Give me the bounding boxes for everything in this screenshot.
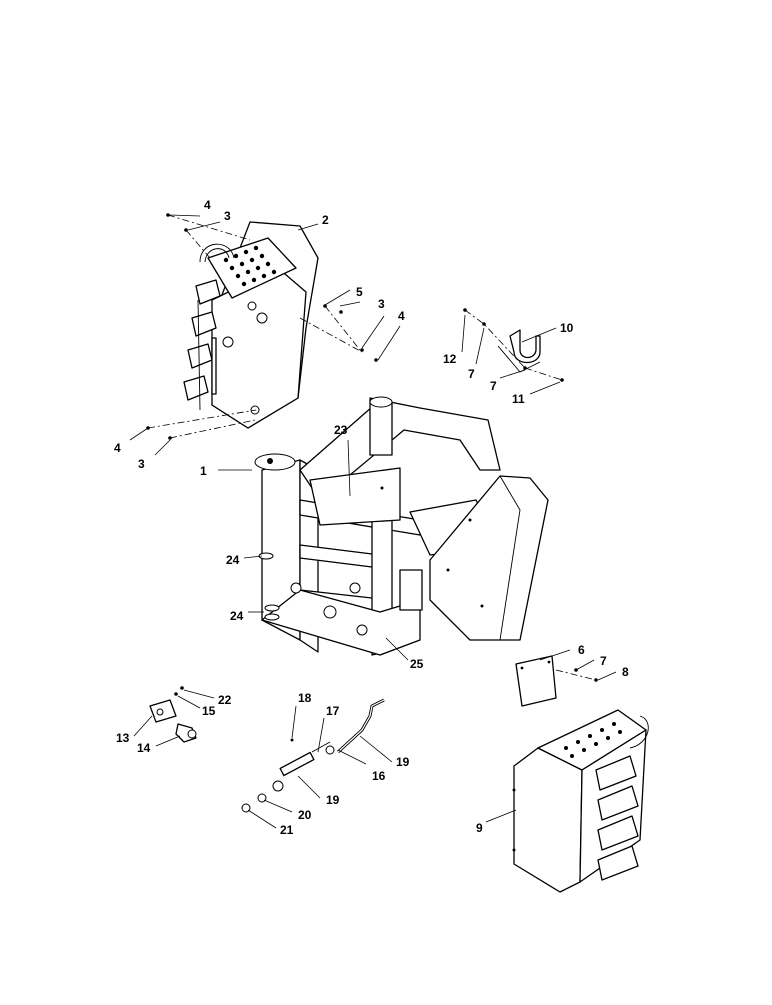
callout-19: 19	[326, 793, 340, 807]
main-frame	[254, 396, 549, 656]
callout-2: 2	[322, 213, 329, 227]
fasteners	[146, 213, 598, 682]
callout-17: 17	[326, 704, 340, 718]
callout-4: 4	[114, 441, 121, 455]
callout-3: 3	[378, 297, 385, 311]
cover-plate	[515, 655, 557, 707]
callout-1: 1	[200, 464, 207, 478]
callout-18: 18	[298, 691, 312, 705]
leader-lines	[129, 214, 617, 829]
callout-4: 4	[398, 309, 405, 323]
lower-perforation-holes	[564, 722, 622, 758]
callout-3: 3	[138, 457, 145, 471]
callout-8: 8	[622, 665, 629, 679]
callout-25: 25	[410, 657, 424, 671]
callout-23: 23	[334, 423, 348, 437]
callout-4: 4	[204, 198, 211, 212]
callout-21: 21	[280, 823, 294, 837]
callout-9: 9	[476, 821, 483, 835]
light-assembly	[149, 686, 197, 743]
callout-14: 14	[137, 741, 151, 755]
callout-22: 22	[218, 693, 232, 707]
callout-16: 16	[372, 769, 386, 783]
callout-20: 20	[298, 808, 312, 822]
callout-7: 7	[600, 654, 607, 668]
callout-5: 5	[356, 285, 363, 299]
lower-step-assembly	[512, 709, 649, 893]
callout-24: 24	[230, 609, 244, 623]
pipe-assembly	[241, 698, 385, 813]
callout-24: 24	[226, 553, 240, 567]
perforation-holes	[223, 245, 277, 287]
callout-11: 11	[512, 392, 525, 406]
hook-bracket	[497, 329, 541, 373]
callout-7: 7	[490, 379, 497, 393]
alignment-lines	[147, 214, 597, 681]
callout-15: 15	[202, 704, 216, 718]
callout-labels: 1 2 3 3 3 4 4 4 5 6 7 7 7 8 9 10 11 12 1…	[114, 198, 629, 837]
callout-12: 12	[443, 352, 457, 366]
callout-13: 13	[116, 731, 130, 745]
callout-6: 6	[578, 643, 585, 657]
callout-7: 7	[468, 367, 475, 381]
upper-step-assembly	[183, 221, 319, 429]
callout-3: 3	[224, 209, 231, 223]
callout-10: 10	[560, 321, 574, 335]
callout-19: 19	[396, 755, 410, 769]
